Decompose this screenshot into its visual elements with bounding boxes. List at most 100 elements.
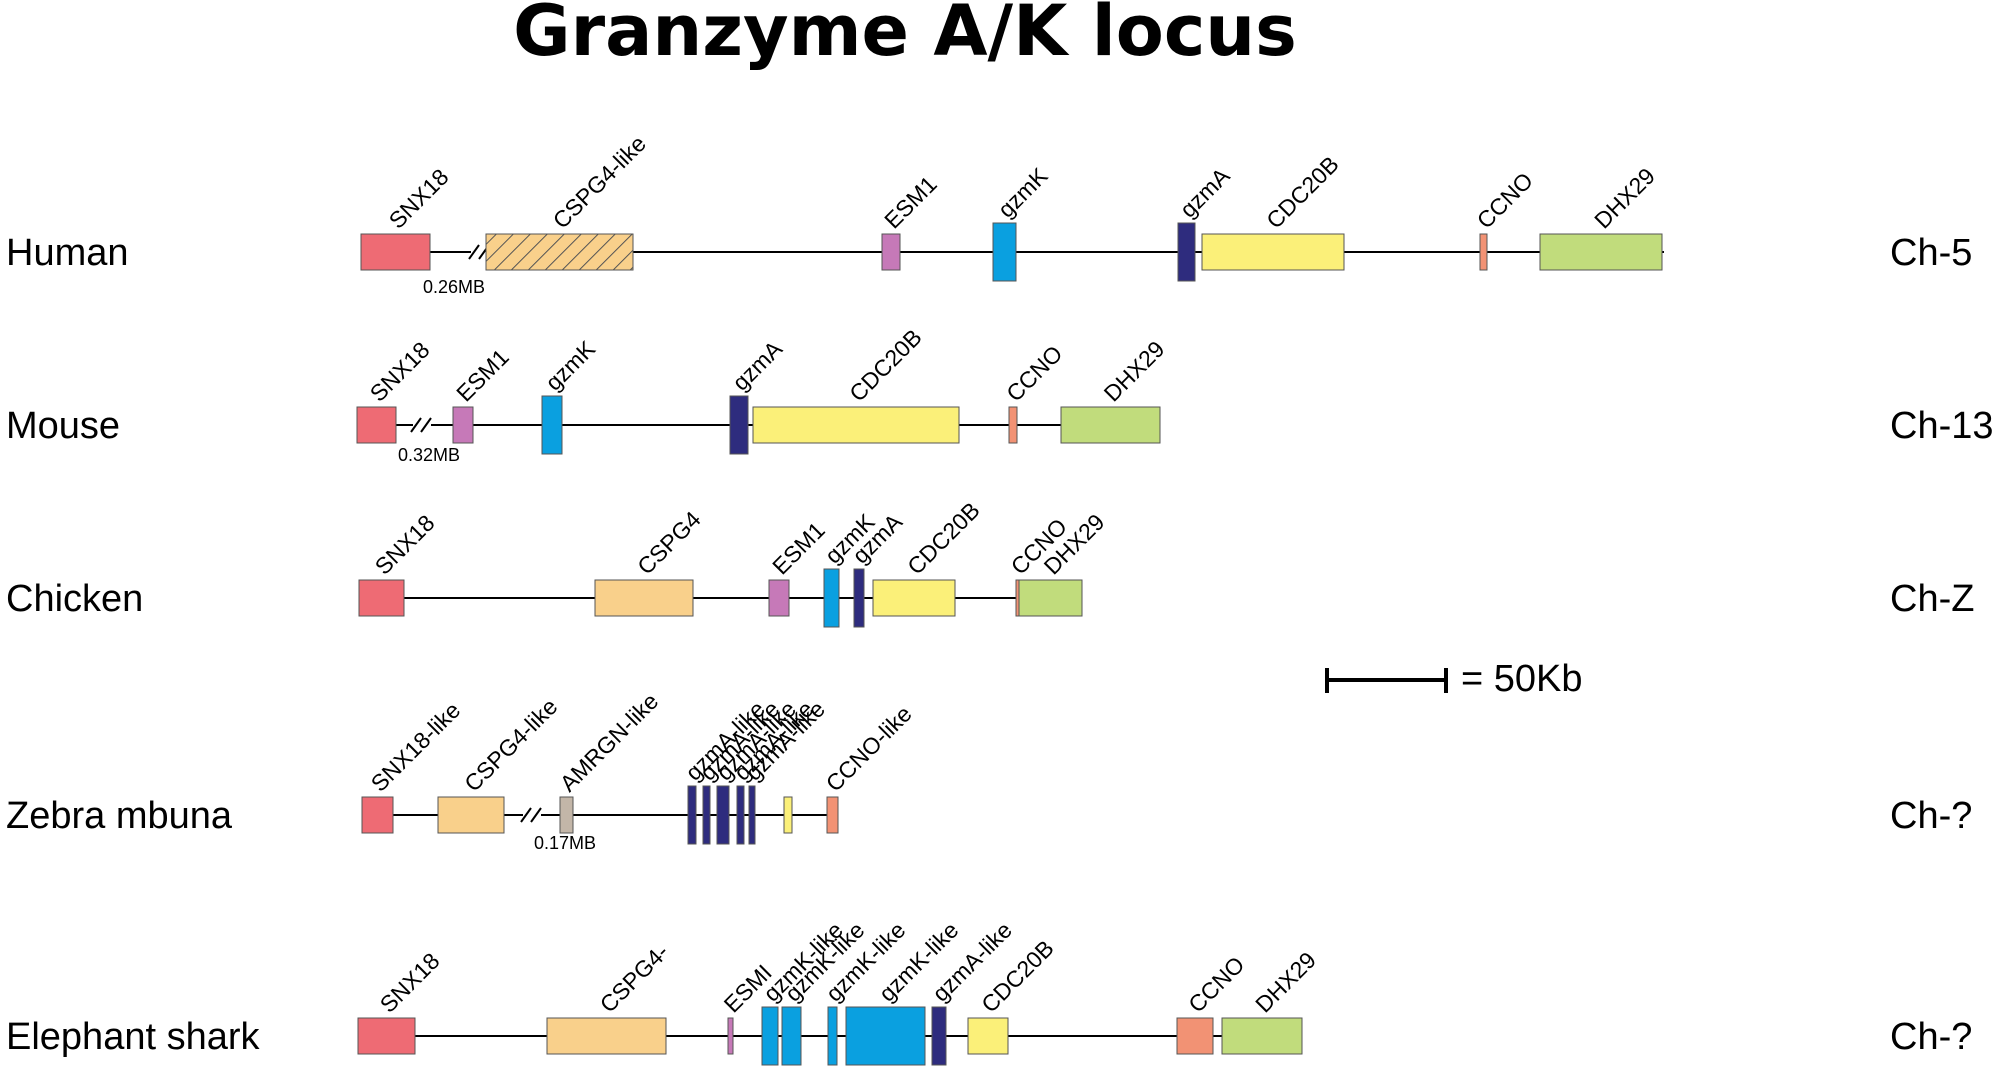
gene-box-ccno xyxy=(1176,1017,1214,1055)
gene-box-gzma xyxy=(931,1006,947,1066)
gene-box-cspg4 xyxy=(546,1017,667,1055)
gene-box-cdc20b xyxy=(783,796,793,834)
species-label: Zebra mbuna xyxy=(6,795,233,837)
gap-distance-label: 0.32MB xyxy=(398,445,460,465)
gene-box-gzma xyxy=(729,395,749,455)
gene-label: gzmA xyxy=(727,335,787,395)
gap-break-mark xyxy=(420,417,432,433)
gene-box-gzmk xyxy=(845,1006,926,1066)
species-label: Chicken xyxy=(6,578,143,620)
gene-box-snx18 xyxy=(356,406,397,444)
gene-box-dhx29 xyxy=(1018,579,1083,617)
gene-label: CDC20B xyxy=(844,324,927,407)
gap-break-mark xyxy=(468,244,480,260)
chromosome-label: Ch-? xyxy=(1890,795,1972,837)
gene-box-gzma xyxy=(736,785,745,845)
gene-box-esm1 xyxy=(452,406,474,444)
gene-box-gzmk xyxy=(827,1006,838,1066)
gene-box-gzma xyxy=(702,785,711,845)
gene-box-cdc20b xyxy=(1201,233,1345,271)
species-label: Mouse xyxy=(6,405,120,447)
locus-row-zebra-mbuna: Zebra mbuna Ch-? 0.17MB SNX18-likeCSPG4-lik… xyxy=(6,688,1972,853)
chromosome-label: Ch-? xyxy=(1890,1016,1972,1058)
gene-label: CCNO-like xyxy=(821,700,917,796)
gene-box-dhx29 xyxy=(1221,1017,1303,1055)
gene-label: SNX18 xyxy=(370,510,440,580)
gene-box-dhx29 xyxy=(1539,233,1663,271)
chromosome-label: Ch-13 xyxy=(1890,405,1994,447)
gene-box-cdc20b xyxy=(752,406,960,444)
gene-box-dhx29 xyxy=(1060,406,1161,444)
locus-row-mouse: Mouse Ch-13 0.32MB SNX18 ESM1 gzmK gzmA CDC20B C… xyxy=(6,324,1994,465)
gene-box-snx18 xyxy=(358,579,405,617)
gap-break-mask xyxy=(523,805,541,825)
gene-label: SNX18 xyxy=(365,337,435,407)
gene-label: DHX29 xyxy=(1099,336,1170,407)
gene-box-esm1 xyxy=(727,1017,734,1055)
gene-box-ccno xyxy=(826,796,839,834)
gene-box-gzma xyxy=(853,568,865,628)
gap-break-mask xyxy=(413,415,431,435)
gene-box-gzmk xyxy=(992,222,1017,282)
gene-label: CDC20B xyxy=(1261,151,1344,234)
gene-box-cspg4 xyxy=(485,233,634,271)
gene-label: CCNO xyxy=(1183,951,1249,1017)
gene-box-cspg4 xyxy=(437,796,505,834)
chromosome-label: Ch-Z xyxy=(1890,578,1974,620)
gene-box-ccno xyxy=(1008,406,1018,444)
gap-break-mask xyxy=(471,242,489,262)
gene-label: CDC20B xyxy=(902,497,985,580)
gene-box-gzma xyxy=(687,785,697,845)
gene-box-snx18 xyxy=(361,796,394,834)
gene-box-gzmk xyxy=(541,395,563,455)
gene-label: gzmK xyxy=(540,335,600,395)
gene-label: SNX18 xyxy=(375,948,445,1018)
species-label: Human xyxy=(6,232,129,274)
gap-break-mark xyxy=(410,417,422,433)
gene-box-snx18 xyxy=(357,1017,416,1055)
gene-box-gzmk xyxy=(781,1006,802,1066)
chromosome-label: Ch-5 xyxy=(1890,232,1972,274)
gene-label: gzmA xyxy=(1175,162,1235,222)
gap-distance-label: 0.26MB xyxy=(423,277,485,297)
gene-label: CSPG4-like xyxy=(548,130,651,233)
gap-distance-label: 0.17MB xyxy=(534,833,596,853)
gene-label: DHX29 xyxy=(1589,163,1660,234)
gene-label: CCNO xyxy=(1001,340,1067,406)
gene-label: gzmK xyxy=(993,162,1053,222)
gene-box-cdc20b xyxy=(872,579,956,617)
scale-bar: = 50Kb xyxy=(1325,658,1583,700)
gene-box-esm1 xyxy=(768,579,790,617)
gene-label: CSPG4- xyxy=(595,939,674,1018)
gene-box-esm1 xyxy=(881,233,901,271)
scale-bar-label: = 50Kb xyxy=(1461,658,1583,700)
gene-label: AMRGN-like xyxy=(555,688,664,797)
gene-label: CCNO xyxy=(1472,167,1538,233)
species-label: Elephant shark xyxy=(6,1016,260,1058)
gene-box-gzma xyxy=(1177,222,1196,282)
gene-box-cspg4 xyxy=(594,579,694,617)
gene-label: SNX18-like xyxy=(366,697,466,797)
gene-label: CSPG4-like xyxy=(459,693,562,796)
gene-box-gzma xyxy=(748,785,756,845)
gene-box-ccno xyxy=(1479,233,1488,271)
locus-row-human: Human Ch-5 0.26MB SNX18 CSPG4-like ESM1 gzmK gz… xyxy=(6,130,1972,297)
gene-box-gzmk xyxy=(761,1006,779,1066)
gene-box-snx18 xyxy=(360,233,431,271)
gene-label: DHX29 xyxy=(1250,947,1321,1018)
gene-label: SNX18 xyxy=(384,164,454,234)
gene-box-gzma xyxy=(716,785,730,845)
gene-box-cdc20b xyxy=(967,1017,1009,1055)
gene-box-amrgn xyxy=(559,796,574,834)
gene-label: CSPG4 xyxy=(632,506,706,580)
gene-label: ESM1 xyxy=(451,344,514,407)
gene-label: ESM1 xyxy=(879,171,942,234)
gene-box-gzmk xyxy=(823,568,840,628)
gap-break-mark xyxy=(520,807,532,823)
figure-title: Granzyme A/K locus xyxy=(513,0,1297,72)
gap-break-mark xyxy=(530,807,542,823)
